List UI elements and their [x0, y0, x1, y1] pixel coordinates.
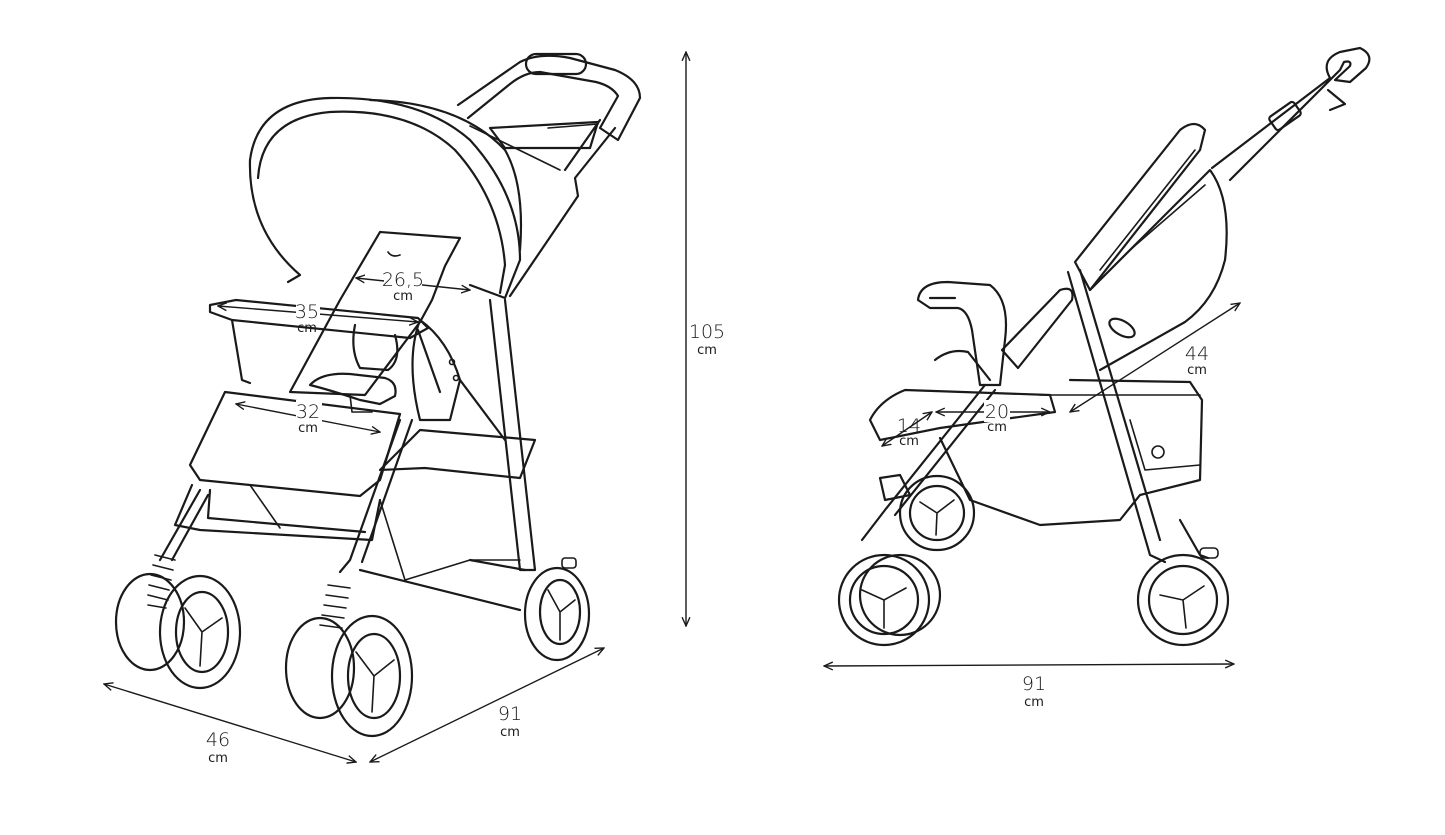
svg-text:46: 46 — [206, 729, 230, 751]
svg-text:20: 20 — [985, 401, 1009, 423]
svg-text:cm: cm — [297, 321, 317, 336]
stroller-side-view — [837, 46, 1371, 647]
svg-text:32: 32 — [296, 401, 320, 423]
dimension-lines — [104, 52, 1240, 762]
stroller-front-view — [114, 52, 642, 738]
svg-text:cm: cm — [500, 725, 520, 740]
svg-text:44: 44 — [1185, 343, 1209, 365]
label-armrest-width: 35 cm — [295, 301, 319, 336]
svg-text:91: 91 — [1022, 673, 1046, 695]
svg-text:26,5: 26,5 — [382, 269, 424, 291]
width-dimension-line — [104, 684, 356, 762]
svg-text:cm: cm — [208, 751, 228, 766]
label-side-length: 91 cm — [1022, 673, 1046, 710]
svg-text:cm: cm — [899, 434, 919, 449]
label-seat-width: 32 cm — [296, 401, 320, 436]
label-backrest-length: 44 cm — [1185, 343, 1209, 378]
svg-text:cm: cm — [987, 420, 1007, 435]
label-length-base: 91 cm — [498, 703, 522, 740]
label-width-base: 46 cm — [206, 729, 230, 766]
svg-text:cm: cm — [697, 343, 717, 358]
label-seat-depth: 20 cm — [985, 401, 1009, 435]
svg-text:105: 105 — [689, 321, 725, 343]
svg-text:14: 14 — [897, 415, 921, 437]
svg-text:cm: cm — [1024, 695, 1044, 710]
side-length-dimension-line — [824, 664, 1234, 666]
svg-text:91: 91 — [498, 703, 522, 725]
svg-text:35: 35 — [295, 301, 319, 323]
label-backrest-width: 26,5 cm — [382, 269, 424, 304]
label-footrest-length: 14 cm — [897, 415, 921, 449]
svg-text:cm: cm — [393, 289, 413, 304]
svg-text:cm: cm — [298, 421, 318, 436]
backrest-length-dimension-line — [1070, 303, 1240, 412]
depth-dimension-line — [370, 648, 604, 762]
footrest-dimension-line — [882, 412, 932, 446]
label-height: 105 cm — [689, 321, 725, 358]
svg-text:cm: cm — [1187, 363, 1207, 378]
